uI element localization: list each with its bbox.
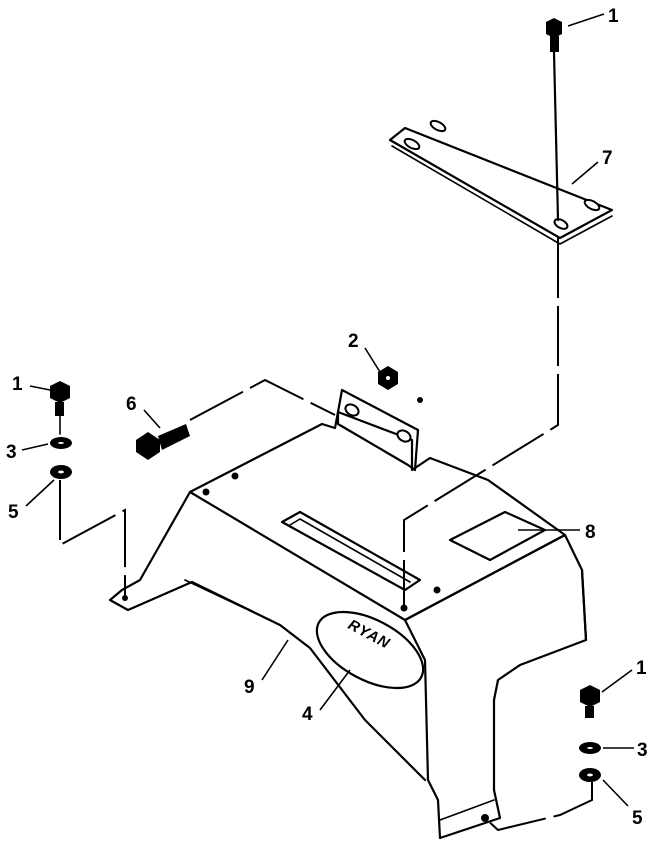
callout-8: 8 (585, 522, 596, 543)
callout-3-right: 3 (637, 740, 648, 761)
callout-1-left: 1 (12, 374, 23, 395)
top-bolt (546, 18, 562, 222)
mounting-bracket (336, 388, 420, 472)
callout-5-right: 5 (632, 808, 643, 829)
right-fastener-stack (579, 685, 601, 782)
logo-text: RYAN (345, 616, 393, 652)
side-bolt (136, 424, 190, 460)
callout-2: 2 (348, 331, 359, 352)
left-fastener-stack (50, 381, 72, 479)
callout-3-left: 3 (6, 442, 17, 463)
plate (388, 119, 614, 245)
logo-oval (315, 610, 425, 690)
callout-labels: 1 7 2 1 6 3 5 8 9 4 1 3 5 (6, 6, 648, 829)
callout-1-top: 1 (608, 6, 619, 27)
leader-lines (21, 13, 634, 807)
callout-7: 7 (602, 148, 613, 169)
callout-1-right: 1 (636, 658, 647, 679)
callout-5-left: 5 (8, 502, 19, 523)
assembly-lines (59, 238, 593, 832)
callout-4: 4 (302, 704, 313, 725)
callout-6: 6 (126, 394, 137, 415)
nut (378, 366, 398, 390)
shield-housing: RYAN (108, 397, 588, 840)
callout-9: 9 (244, 677, 255, 698)
